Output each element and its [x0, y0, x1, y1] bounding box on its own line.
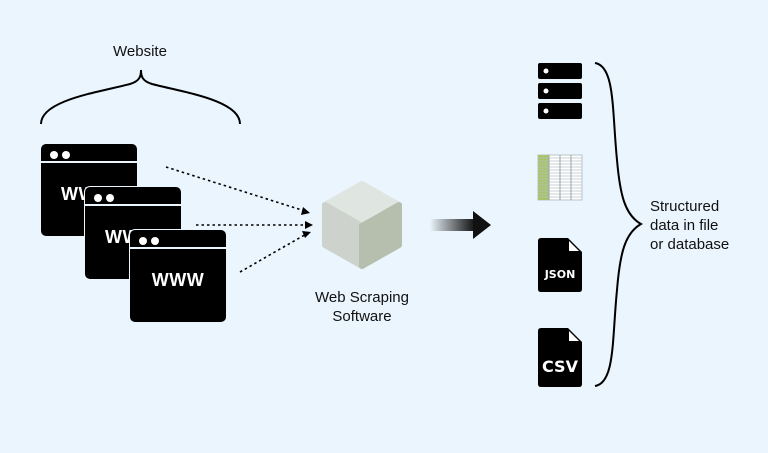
- result-brace: [594, 62, 644, 387]
- csv-label: CSV: [542, 357, 578, 376]
- window-dot-icon: [62, 151, 70, 159]
- arrowhead-bottom-icon: [302, 231, 311, 238]
- result-label-line2: data in file: [650, 217, 719, 234]
- window-divider: [85, 204, 181, 206]
- arrowhead-top-icon: [301, 207, 310, 215]
- window-dot-icon: [50, 151, 58, 159]
- website-brace: [40, 69, 241, 125]
- software-label-line2: Software: [332, 308, 392, 325]
- arrowhead-middle-icon: [305, 221, 313, 229]
- www-label: WWW: [151, 270, 205, 290]
- dotted-arrow-top: [165, 166, 309, 213]
- window-dot-icon: [106, 194, 114, 202]
- csv-file-icon: [538, 328, 582, 387]
- server-stack-icon: [538, 63, 582, 119]
- software-cube-icon: [322, 181, 402, 269]
- process-arrow-icon: [430, 211, 491, 239]
- result-label: Structured data in file or database: [650, 197, 760, 254]
- json-label: JSON: [544, 268, 576, 281]
- window-divider: [130, 247, 226, 249]
- software-label-line1: Web Scraping: [315, 289, 409, 306]
- window-dot-icon: [139, 237, 147, 245]
- result-label-line3: or database: [650, 236, 730, 253]
- spreadsheet-icon: [537, 154, 583, 201]
- browser-window-front: WWW: [129, 229, 227, 323]
- window-dot-icon: [151, 237, 159, 245]
- json-file-icon: [538, 238, 582, 292]
- result-label-line1: Structured: [650, 198, 720, 215]
- dotted-arrows: [165, 166, 309, 273]
- website-label: Website: [113, 43, 167, 60]
- software-label: Web Scraping Software: [292, 288, 432, 326]
- dotted-arrow-bottom: [239, 232, 309, 273]
- window-dot-icon: [94, 194, 102, 202]
- window-divider: [41, 161, 137, 163]
